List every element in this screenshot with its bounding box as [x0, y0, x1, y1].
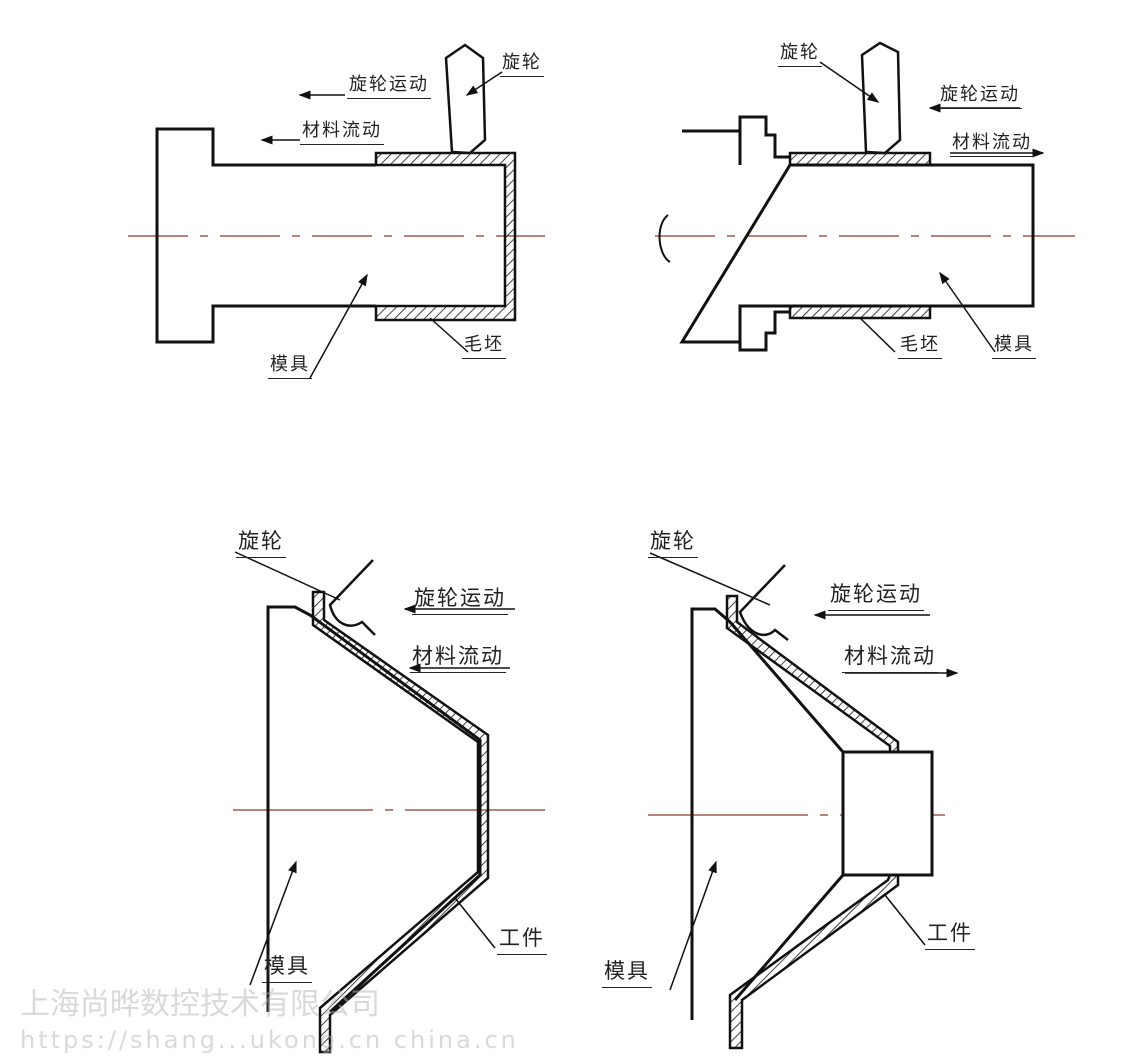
rotation-arrow: [658, 214, 671, 263]
blank-top: [788, 151, 932, 167]
leader-arrow: [309, 273, 368, 379]
label-mandrel: 模具: [268, 350, 312, 379]
chuck-jaw: [738, 306, 790, 352]
leader-arrow: [669, 860, 717, 991]
diagram-3: [233, 551, 550, 1054]
leader-line: [859, 317, 896, 353]
roller: [738, 564, 789, 641]
label-roller-motion: 旋轮运动: [828, 578, 924, 611]
label-material-flow: 材料流动: [842, 640, 938, 673]
leader-line: [454, 897, 496, 949]
watermark-url: https://shang...ukong.cn china.cn: [20, 1026, 519, 1054]
label-roller-motion: 旋轮运动: [347, 70, 431, 99]
label-workpiece: 工件: [497, 922, 547, 955]
roller: [328, 559, 376, 636]
mandrel: [155, 127, 376, 344]
label-workpiece: 工件: [925, 917, 975, 950]
roller: [444, 43, 487, 155]
blank: [374, 151, 517, 322]
label-roller: 旋轮: [778, 38, 822, 67]
leader-arrow: [939, 271, 996, 353]
label-blank: 毛坯: [898, 330, 942, 359]
label-roller: 旋轮: [236, 525, 286, 558]
label-material-flow: 材料流动: [950, 128, 1034, 157]
leader-line: [234, 551, 341, 601]
label-mandrel: 模具: [602, 955, 652, 988]
label-material-flow: 材料流动: [300, 116, 384, 145]
watermark-company: 上海尚晔数控技术有限公司: [20, 987, 380, 1022]
workpiece: [311, 590, 490, 1054]
leader-line: [429, 317, 469, 353]
leader-arrow: [249, 860, 297, 986]
label-mandrel: 模具: [262, 950, 312, 983]
label-roller-motion: 旋轮运动: [412, 582, 508, 615]
label-blank: 毛坯: [462, 330, 506, 359]
roller: [860, 41, 902, 155]
leader-line: [884, 894, 926, 946]
diagram-1: [128, 43, 545, 379]
workpiece-top: [725, 594, 900, 754]
label-roller: 旋轮: [500, 48, 544, 77]
label-material-flow: 材料流动: [410, 640, 506, 673]
label-roller: 旋轮: [648, 525, 698, 558]
blank-bottom: [788, 304, 932, 320]
mandrel-tail: [841, 750, 934, 877]
label-roller-motion: 旋轮运动: [938, 80, 1022, 109]
leader-arrow: [465, 71, 503, 96]
leader-arrow: [819, 61, 880, 103]
label-mandrel: 模具: [992, 330, 1036, 359]
workpiece-bottom: [728, 873, 900, 1050]
diagram-4: [648, 552, 959, 1050]
leader-line: [649, 552, 771, 606]
